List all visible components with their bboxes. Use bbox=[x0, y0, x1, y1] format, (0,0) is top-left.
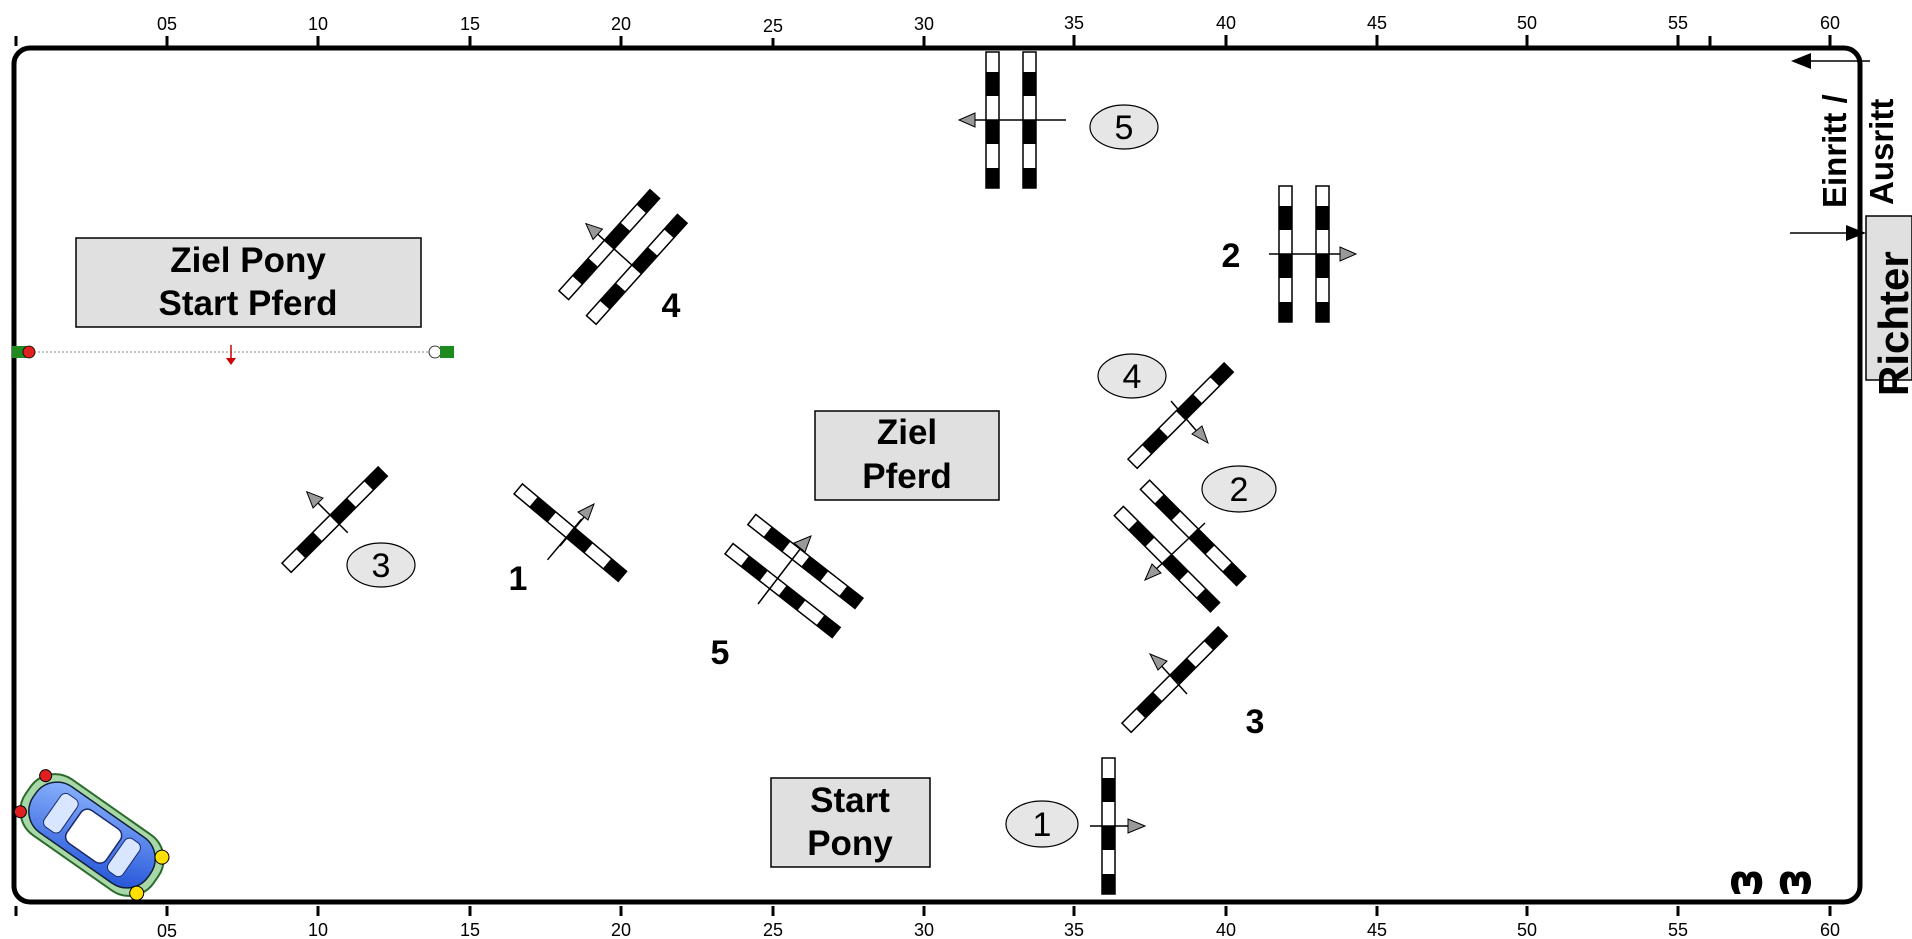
ruler-top-label: 55 bbox=[1668, 13, 1688, 33]
course-a-number-4: 4 bbox=[662, 287, 681, 325]
ruler-top-label: 25 bbox=[763, 16, 783, 36]
ruler-top-label: 30 bbox=[914, 14, 934, 34]
arrow-1-bottom bbox=[1090, 818, 1147, 834]
richter-box bbox=[1865, 215, 1912, 381]
obstacle-oxer-5-center bbox=[723, 513, 865, 639]
ruler-bottom-label: 35 bbox=[1064, 920, 1084, 939]
ruler-top-label: 60 bbox=[1820, 13, 1840, 33]
ruler-bottom-label: 55 bbox=[1668, 920, 1688, 939]
arrow-1 bbox=[559, 502, 595, 547]
start-pony-box: Start Pony bbox=[770, 777, 931, 868]
pferd-label: Pferd bbox=[862, 457, 951, 496]
course-b-number: 3 bbox=[372, 547, 391, 585]
ruler-top-label: 50 bbox=[1517, 13, 1537, 33]
ruler-bottom-label: 60 bbox=[1820, 920, 1840, 939]
label-box-bg bbox=[814, 410, 1000, 501]
ruler-bottom-label: 25 bbox=[763, 920, 783, 939]
line-direction-arrow-head bbox=[226, 358, 236, 365]
course-a-number-5: 5 bbox=[711, 634, 730, 672]
ziel-label: Ziel bbox=[877, 413, 937, 452]
pony-label: Pony bbox=[807, 824, 893, 863]
start-label: Start bbox=[810, 781, 890, 820]
ruler-bottom-label: 20 bbox=[611, 920, 631, 939]
flag-green-right bbox=[440, 346, 454, 358]
ziel-pony-start-pferd-box: Ziel Pony Start Pferd bbox=[75, 237, 422, 328]
ruler-top-label: 05 bbox=[157, 14, 177, 34]
course-b-number: 2 bbox=[1230, 471, 1249, 509]
ruler-bottom-label: 10 bbox=[308, 920, 328, 939]
entrance-exit: Einritt / Ausritt Richter bbox=[1790, 53, 1912, 396]
course-b-marker-5: 5 bbox=[1089, 104, 1159, 150]
course-a-number-3: 3 bbox=[1246, 703, 1265, 741]
exit-arrow-head bbox=[1791, 53, 1811, 69]
label-box-bg bbox=[75, 237, 422, 328]
course-b-marker-4: 4 bbox=[1097, 353, 1167, 399]
car-icon bbox=[13, 769, 170, 901]
obstacle-vertical-4-right bbox=[1126, 361, 1235, 470]
course-b-marker-2: 2 bbox=[1201, 465, 1277, 513]
ruler-top: 05 10 15 20 25 30 35 40 45 50 55 60 bbox=[14, 13, 1840, 46]
label-box-bg bbox=[770, 777, 931, 868]
arrow-2-middle bbox=[1144, 522, 1206, 581]
scale-glyph: ω ω bbox=[1729, 862, 1812, 908]
obstacle-oxer-4-left bbox=[557, 188, 689, 326]
course-b-number: 5 bbox=[1115, 109, 1134, 147]
ruler-bottom-label: 05 bbox=[157, 921, 177, 939]
course-a-number-1: 1 bbox=[509, 560, 528, 598]
richter-label: Richter bbox=[1870, 251, 1912, 396]
ruler-bottom-label: 50 bbox=[1517, 920, 1537, 939]
entry-arrow-head bbox=[1846, 225, 1866, 241]
obstacle-oxer-5-top bbox=[957, 51, 1066, 189]
obstacle-vertical-3-left bbox=[280, 465, 389, 574]
ausritt-label: Ausritt bbox=[1863, 99, 1900, 205]
course-b-number: 4 bbox=[1123, 358, 1142, 396]
course-a-number-2: 2 bbox=[1222, 237, 1241, 275]
course-b-numbers: 5 4 2 3 1 bbox=[346, 104, 1277, 848]
course-b-number: 1 bbox=[1033, 806, 1052, 844]
ruler-bottom: 05 10 15 20 25 30 35 40 45 50 55 60 bbox=[14, 906, 1840, 939]
course-b-marker-1: 1 bbox=[1005, 800, 1079, 848]
flag-red bbox=[22, 345, 36, 359]
course-a-numbers: 1 2 3 4 5 bbox=[509, 237, 1265, 741]
obstacle-oxer-2-right bbox=[1269, 185, 1358, 323]
ziel-pferd-box: Ziel Pferd bbox=[814, 410, 1000, 501]
start-pferd-label: Start Pferd bbox=[159, 284, 338, 323]
ruler-bottom-label: 45 bbox=[1367, 920, 1387, 939]
einritt-label: Einritt / bbox=[1816, 94, 1853, 208]
arrow-3-right bbox=[1148, 653, 1188, 695]
arrow-5-center bbox=[757, 535, 812, 605]
ziel-pony-label: Ziel Pony bbox=[170, 241, 326, 280]
ruler-top-label: 45 bbox=[1367, 13, 1387, 33]
arrow-4-right bbox=[1170, 400, 1209, 445]
course-b-marker-3: 3 bbox=[346, 542, 416, 588]
ruler-bottom-label: 15 bbox=[460, 920, 480, 939]
start-finish-line bbox=[12, 345, 454, 365]
ruler-bottom-label: 40 bbox=[1216, 920, 1236, 939]
arena-border bbox=[11, 45, 1863, 905]
ruler-top-label: 20 bbox=[611, 14, 631, 34]
ruler-top-label: 35 bbox=[1064, 13, 1084, 33]
ruler-top-label: 10 bbox=[308, 14, 328, 34]
ruler-top-label: 15 bbox=[460, 14, 480, 34]
ruler-bottom-label: 30 bbox=[914, 920, 934, 939]
flag-white bbox=[428, 345, 442, 359]
ruler-top-label: 40 bbox=[1216, 13, 1236, 33]
flag-green-left bbox=[12, 346, 26, 358]
